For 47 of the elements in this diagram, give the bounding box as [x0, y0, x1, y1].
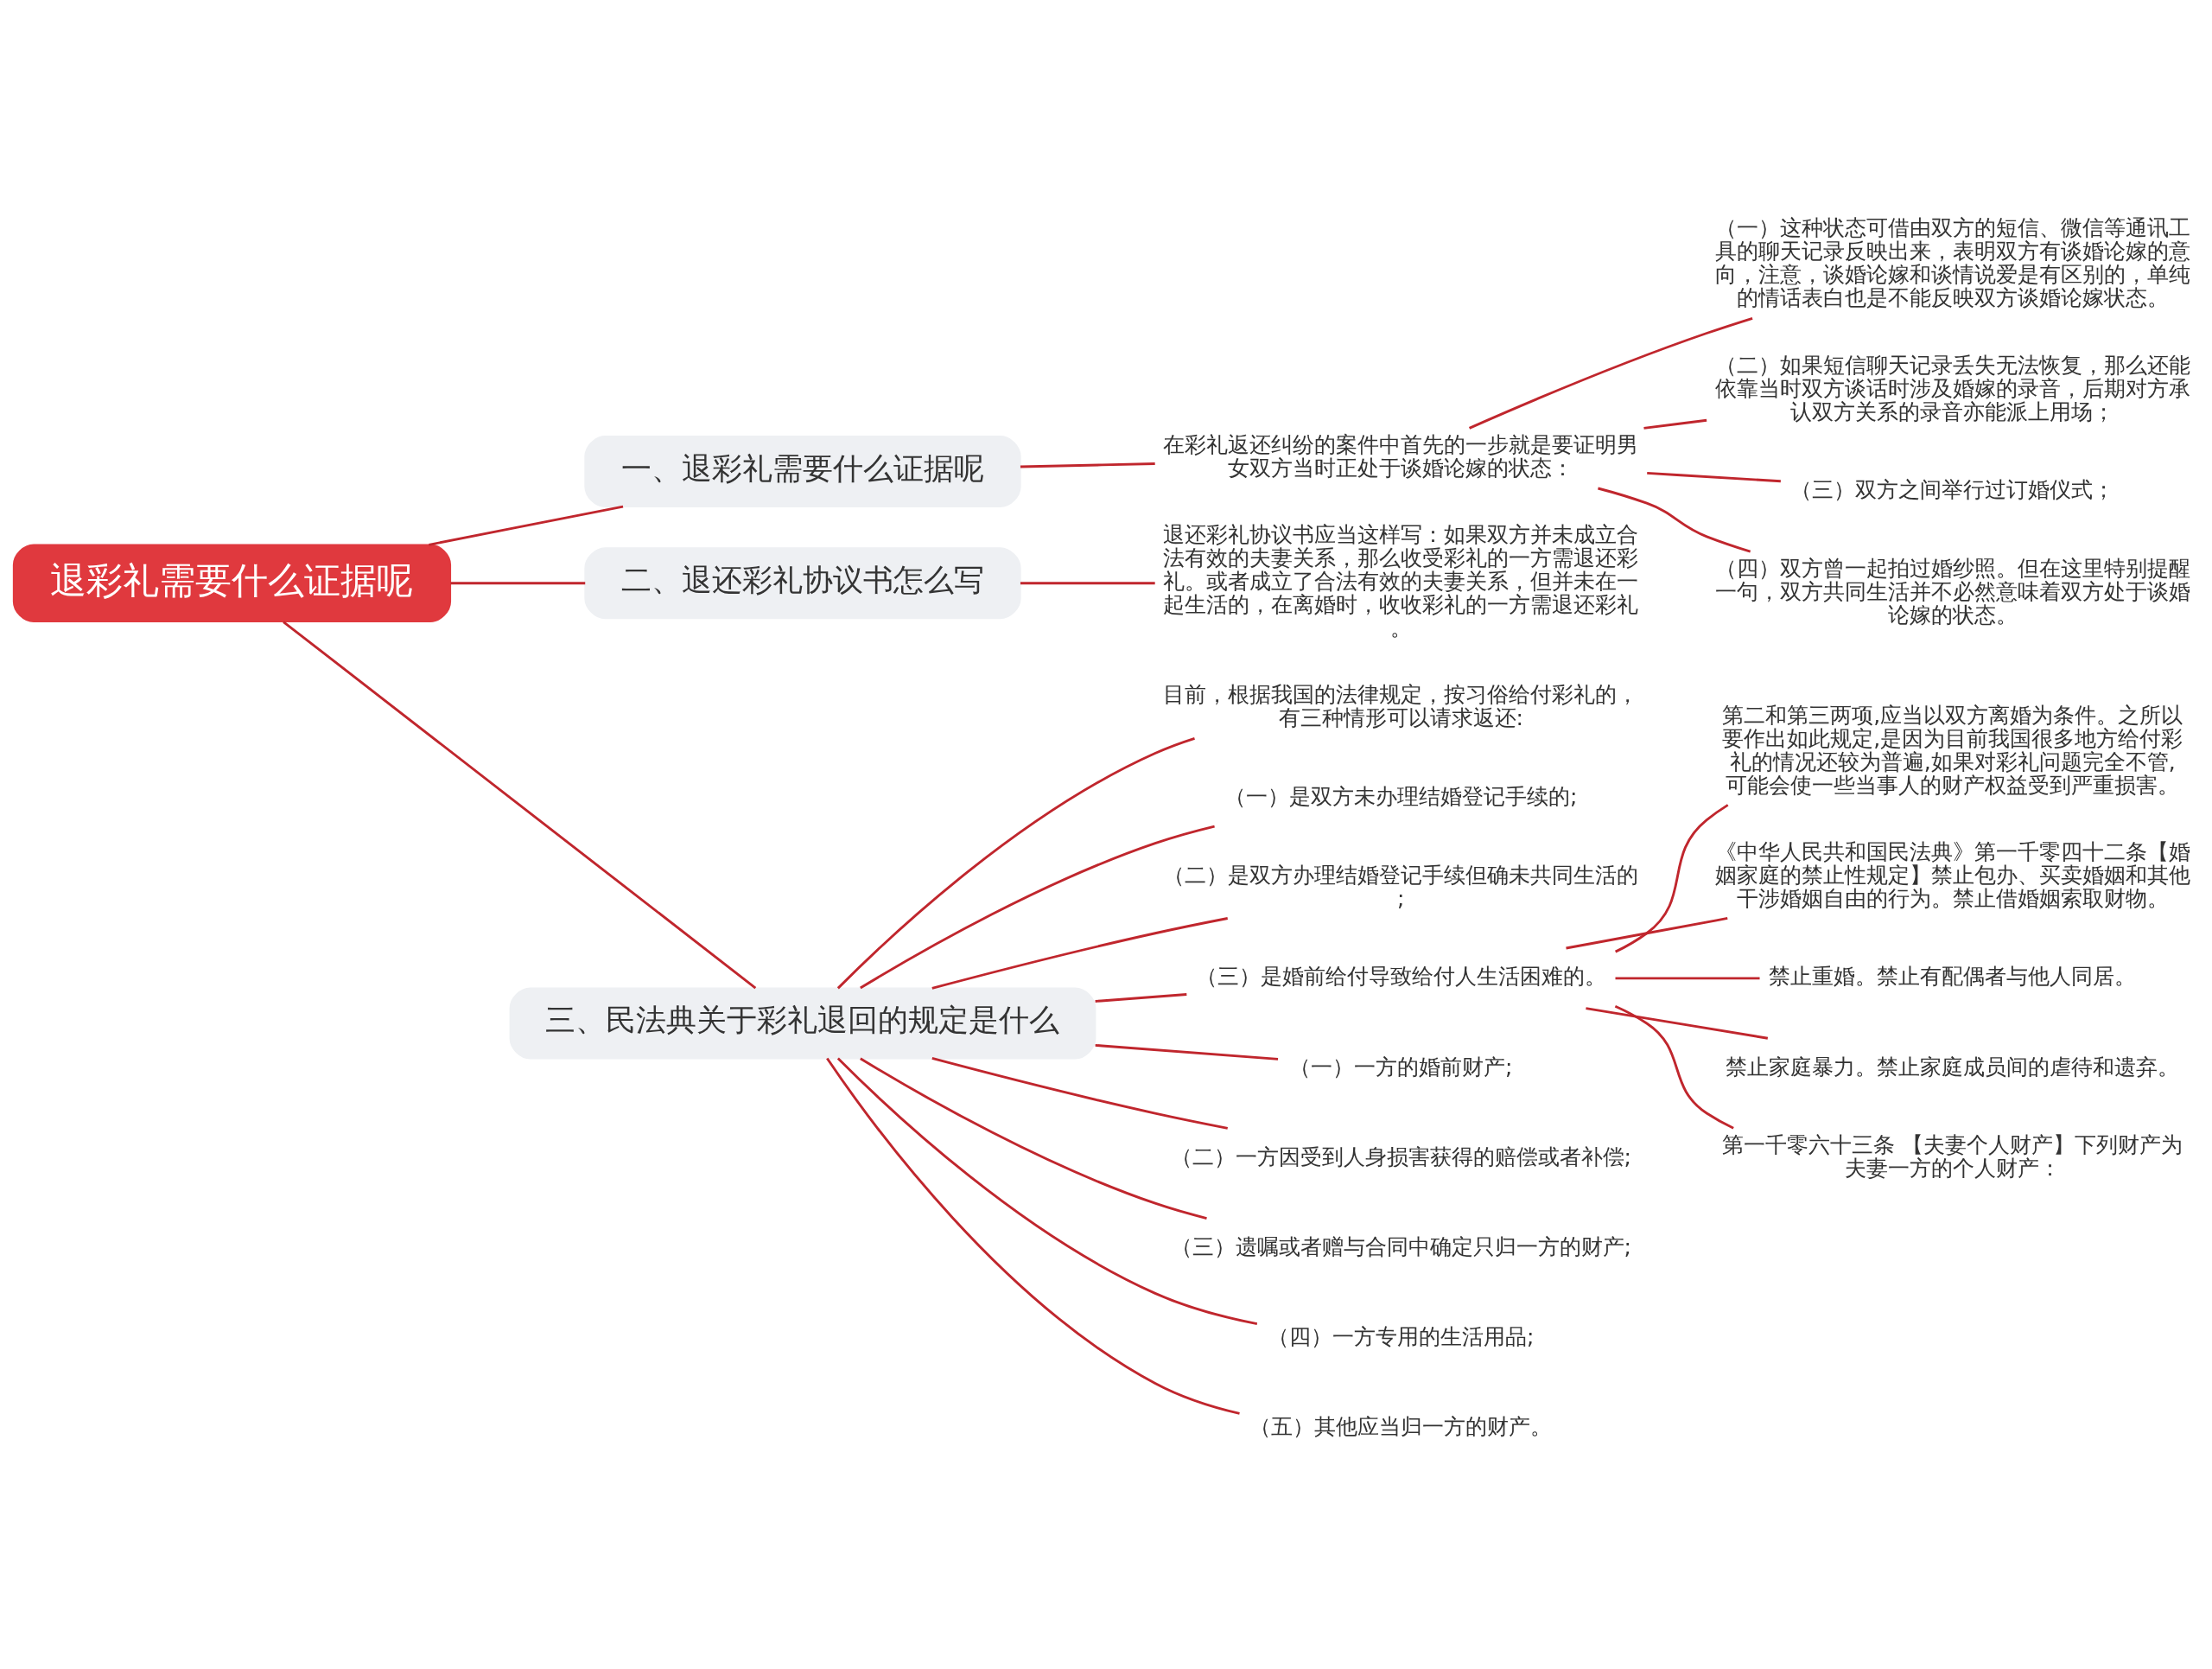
node-text: （三）双方之间举行过订婚仪式；: [1790, 476, 2115, 502]
node-text: 《中华人民共和国民法典》第一千零四十二条【婚姻家庭的禁止性规定】禁止包办、买卖婚姻和其他干涉婚姻自由的行为。禁止借婚姻索取财物。: [1714, 838, 2190, 911]
node-text: 退还彩礼协议书应当这样写：如果双方并未成立合法有效的夫妻关系，那么收受彩礼的一方需退还彩礼。或者成立了合法有效的夫妻关系，但并未在一起生活的，在离婚时，收收彩礼的一方需退还彩礼。: [1163, 521, 1639, 640]
connector: [1566, 916, 1728, 949]
node-text: （一）是双方未办理结婚登记手续的;: [1224, 783, 1578, 809]
connector: [1469, 316, 1753, 430]
node-text: （一）这种状态可借由双方的短信、微信等通讯工具的聊天记录反映出来，表明双方有谈婚论嫁的意向，注意，谈婚论嫁和谈情说爱是有区别的，单纯的情话表白也是不能反映双方谈婚论嫁状态。: [1714, 214, 2190, 310]
node-text: （五）其他应当归一方的财产。: [1249, 1413, 1553, 1439]
connector: [1614, 1004, 1734, 1130]
node-text: 目前，根据我国的法律规定，按习俗给付彩礼的，有三种情形可以请求返还:: [1163, 681, 1639, 730]
node-text: （三）遗嘱或者赠与合同中确定只归一方的财产;: [1170, 1233, 1632, 1259]
node-box: 退彩礼需要什么证据呢: [12, 543, 452, 622]
node-text: 禁止重婚。禁止有配偶者与他人同居。: [1769, 963, 2137, 989]
connector: [1095, 1043, 1279, 1061]
node-text: 在彩礼返还纠纷的案件中首先的一步就是要证明男女双方当时正处于谈婚论嫁的状态：: [1163, 431, 1639, 481]
connector: [931, 1056, 1228, 1130]
connector: [1643, 418, 1707, 430]
connector: [826, 1057, 1240, 1415]
node-box: 一、退彩礼需要什么证据呢: [584, 435, 1021, 507]
node-text: （二）一方因受到人身损害获得的赔偿或者补偿;: [1170, 1143, 1632, 1169]
connector: [860, 1057, 1207, 1220]
node-box: 二、退还彩礼协议书怎么写: [584, 546, 1021, 619]
connector: [1020, 462, 1155, 468]
node-box: 三、民法典关于彩礼退回的规定是什么: [509, 986, 1096, 1059]
connector: [429, 505, 624, 546]
node-text: 第一千零六十三条 【夫妻个人财产】下列财产为夫妻一方的个人财产：: [1722, 1131, 2183, 1181]
node-text: （一）一方的婚前财产;: [1289, 1054, 1513, 1080]
connector: [283, 620, 757, 989]
node-text: （二）如果短信聊天记录丢失无法恢复，那么还能依靠当时双方谈话时涉及婚嫁的录音，后期对方承认双方关系的录音亦能派上用场；: [1714, 352, 2190, 424]
connector: [450, 581, 586, 584]
node-text: （二）是双方办理结婚登记手续但确未共同生活的;: [1163, 862, 1639, 911]
connector: [1615, 803, 1729, 952]
connector: [1095, 992, 1187, 1003]
node-text: （四）一方专用的生活用品;: [1268, 1323, 1535, 1349]
connector: [836, 1056, 1258, 1325]
node-text: （四）双方曾一起拍过婚纱照。但在这里特别提醒一句，双方共同生活并不必然意味着双方处于谈婚论嫁的状态。: [1714, 555, 2190, 627]
connector: [931, 916, 1228, 990]
connector: [836, 736, 1195, 989]
connector: [1647, 471, 1781, 482]
node-text: 第二和第三两项,应当以双方离婚为条件。之所以要作出如此规定,是因为目前我国很多地方给付彩礼的情况还较为普遍,如果对彩礼问题完全不管,可能会使一些当事人的财产权益受到严重损害。: [1722, 702, 2183, 798]
connector: [860, 825, 1215, 989]
connector: [1586, 1006, 1769, 1040]
connector: [1615, 976, 1760, 979]
connector: [1598, 487, 1751, 552]
connector: [1020, 581, 1155, 584]
node-text: 禁止家庭暴力。禁止家庭成员间的虐待和遗弃。: [1726, 1054, 2180, 1080]
node-text: （三）是婚前给付导致给付人生活困难的。: [1195, 963, 1606, 989]
